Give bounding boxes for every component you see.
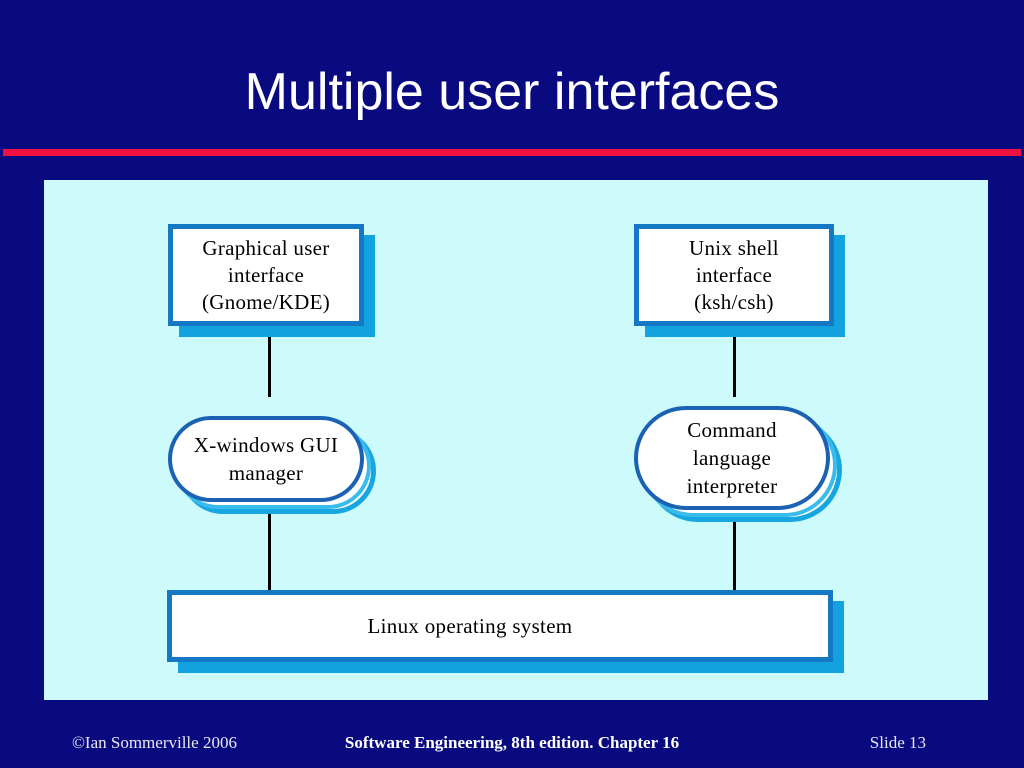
- node-body: [634, 406, 830, 510]
- node-label-line-1: Linux operating system: [367, 613, 573, 638]
- node-label-line-2: manager: [228, 461, 304, 485]
- footer-slide-number: Slide 13: [869, 733, 926, 752]
- slide-footer: ©Ian Sommerville 2006 Software Engineeri…: [0, 733, 1024, 763]
- node-body: [634, 224, 834, 326]
- node-unix-shell-interface[interactable]: Unix shell interface (ksh/csh): [634, 224, 845, 337]
- node-body: [168, 416, 364, 502]
- node-label-line-2: interface: [695, 262, 773, 287]
- footer-copyright: ©Ian Sommerville 2006: [72, 733, 237, 752]
- node-label-line-3: (ksh/csh): [694, 289, 774, 314]
- node-label-line-2: language: [692, 446, 772, 470]
- node-label: Unix shell interface (ksh/csh): [634, 224, 834, 326]
- node-label-line-1: X-windows GUI: [193, 433, 339, 457]
- node-label-line-1: Unix shell: [689, 235, 779, 260]
- node-label: Command language interpreter: [634, 406, 830, 510]
- node-command-language-interpreter[interactable]: Command language interpreter: [634, 406, 842, 522]
- footer-course-title: Software Engineering, 8th edition. Chapt…: [344, 733, 680, 752]
- connector-gui-to-xwindows: [268, 325, 271, 397]
- node-linux-operating-system[interactable]: Linux operating system: [167, 590, 844, 673]
- node-label-line-1: Graphical user: [202, 235, 330, 260]
- node-label-line-1: Command: [687, 418, 777, 442]
- node-label-line-2: interface: [227, 262, 305, 287]
- diagram-panel: Graphical user interface (Gnome/KDE) Uni…: [44, 180, 988, 700]
- node-body: [167, 590, 833, 662]
- node-label-line-3: (Gnome/KDE): [201, 289, 331, 314]
- connector-xwindows-to-linux: [268, 510, 271, 592]
- node-label: Linux operating system: [167, 590, 833, 662]
- node-x-windows-gui-manager[interactable]: X-windows GUI manager: [168, 416, 376, 514]
- node-label-line-3: interpreter: [686, 474, 778, 498]
- node-label: X-windows GUI manager: [168, 416, 364, 502]
- node-graphical-user-interface[interactable]: Graphical user interface (Gnome/KDE): [168, 224, 375, 337]
- node-body: [168, 224, 364, 326]
- connector-shell-to-interpreter: [733, 325, 736, 397]
- title-divider-rule: [3, 149, 1021, 156]
- slide-title: Multiple user interfaces: [244, 63, 780, 121]
- connector-interpreter-to-linux: [733, 510, 736, 592]
- node-label: Graphical user interface (Gnome/KDE): [168, 224, 364, 326]
